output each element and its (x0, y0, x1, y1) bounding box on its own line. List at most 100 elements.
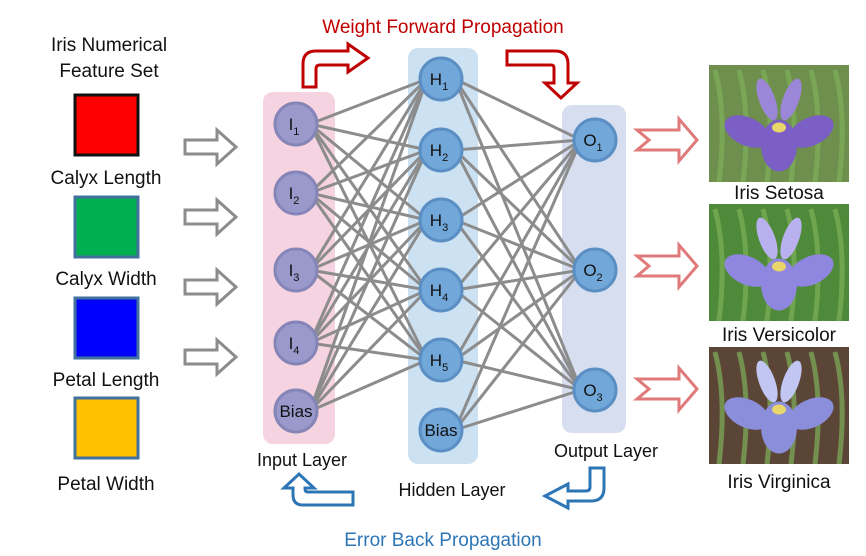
edge-hidden-output (453, 139, 583, 431)
forward-propagation-label: Weight Forward Propagation (322, 17, 564, 38)
edge-hidden-output (454, 268, 582, 362)
feature-set-title-line2: Feature Set (59, 61, 159, 82)
iris-flower-image (709, 347, 849, 465)
forward-arrow-up-right-icon (301, 41, 371, 89)
neuron-circle (273, 388, 319, 434)
iris-class-label: Iris Virginica (727, 472, 831, 493)
neuron-circle (572, 117, 618, 163)
edge-input-hidden (308, 77, 429, 195)
weight-connections (308, 77, 583, 432)
edge-input-hidden (308, 78, 429, 412)
neuron-circle (273, 170, 319, 216)
edge-hidden-output (453, 78, 583, 271)
edge-hidden-output (453, 139, 583, 291)
edge-input-hidden (309, 148, 428, 195)
hidden-node: H3 (418, 197, 464, 243)
edge-hidden-output (453, 149, 583, 391)
input-layer-label: Input Layer (257, 450, 347, 470)
output-arrow-icon (632, 114, 699, 166)
feature-color-swatch (73, 195, 140, 259)
bias-label: Bias (279, 402, 312, 421)
edge-input-hidden (309, 77, 428, 126)
output-node: O2 (572, 247, 618, 293)
neuron-label: I1 (289, 115, 300, 138)
input-node: Bias (273, 388, 319, 434)
forward-arrow-down-icon (505, 49, 581, 101)
neuron-label: H4 (430, 281, 448, 304)
edge-input-hidden (308, 149, 429, 412)
hidden-node: H2 (418, 127, 464, 173)
neuron-circle (418, 56, 464, 102)
edge-hidden-output (454, 138, 582, 152)
iris-class-item: Iris Versicolor (709, 204, 849, 346)
iris-flower-image (709, 65, 849, 183)
neuron-label: H5 (430, 351, 448, 374)
backward-arrow-up-icon (280, 471, 355, 507)
iris-class-item: Iris Virginica (709, 347, 849, 493)
edge-input-hidden (309, 358, 428, 413)
neuron-label: H2 (430, 141, 448, 164)
input-arrow-icon (183, 336, 239, 378)
edge-input-hidden (309, 191, 428, 222)
feature-color-swatch (73, 93, 140, 157)
edge-input-hidden (308, 288, 429, 413)
neuron-circle (273, 247, 319, 293)
feature-item: Calyx Length (51, 93, 162, 189)
hidden-node: H4 (418, 267, 464, 313)
output-arrows (632, 114, 699, 415)
edge-hidden-output (453, 78, 583, 391)
backward-arrow-left-icon (541, 466, 606, 511)
neuron-circle (418, 197, 464, 243)
neuron-label: I4 (289, 334, 300, 357)
feature-label: Calyx Length (51, 168, 162, 189)
feature-label: Calyx Width (55, 269, 156, 290)
iris-class-label: Iris Setosa (734, 183, 824, 204)
input-arrow-icon (183, 126, 239, 168)
input-node: I2 (273, 170, 319, 216)
edge-input-hidden (308, 192, 429, 361)
feature-set-title-line1: Iris Numerical (51, 35, 167, 56)
output-arrow-icon (632, 363, 699, 415)
feature-label: Petal Length (53, 370, 160, 391)
edge-hidden-output (453, 219, 583, 391)
edge-hidden-output (454, 77, 582, 142)
output-node: O3 (572, 367, 618, 413)
output-arrow-icon (632, 240, 699, 292)
neuron-label: H3 (430, 211, 448, 234)
edge-input-hidden (308, 78, 429, 271)
bias-label: Bias (424, 421, 457, 440)
feature-color-swatch (73, 396, 140, 460)
input-node: I1 (273, 101, 319, 147)
iris-flower-image (709, 204, 849, 322)
backward-propagation-label: Error Back Propagation (344, 530, 542, 551)
hidden-node: Bias (418, 407, 464, 453)
neuron-circle (572, 367, 618, 413)
neuron-label: I2 (289, 184, 300, 207)
edge-hidden-output (454, 268, 582, 292)
edge-hidden-output (454, 218, 582, 272)
edge-hidden-output (454, 358, 582, 392)
neuron-label: I3 (289, 261, 300, 284)
hidden-node: H1 (418, 56, 464, 102)
output-layer-label: Output Layer (554, 441, 658, 461)
neuron-label: O2 (583, 261, 602, 284)
neuron-label: O1 (583, 131, 602, 154)
input-node: I4 (273, 320, 319, 366)
feature-label: Petal Width (57, 474, 154, 495)
neuron-label: H1 (430, 70, 448, 93)
input-arrow-icon (183, 196, 239, 238)
iris-class-item: Iris Setosa (709, 65, 849, 204)
feature-item: Petal Length (53, 296, 160, 391)
edge-hidden-output (453, 148, 583, 272)
edge-hidden-output (453, 269, 583, 431)
hidden-node: H5 (418, 337, 464, 383)
hidden-layer-label: Hidden Layer (398, 480, 505, 500)
input-arrow-icon (183, 266, 239, 308)
neuron-circle (572, 247, 618, 293)
neuron-circle (273, 320, 319, 366)
edge-hidden-output (453, 139, 583, 361)
